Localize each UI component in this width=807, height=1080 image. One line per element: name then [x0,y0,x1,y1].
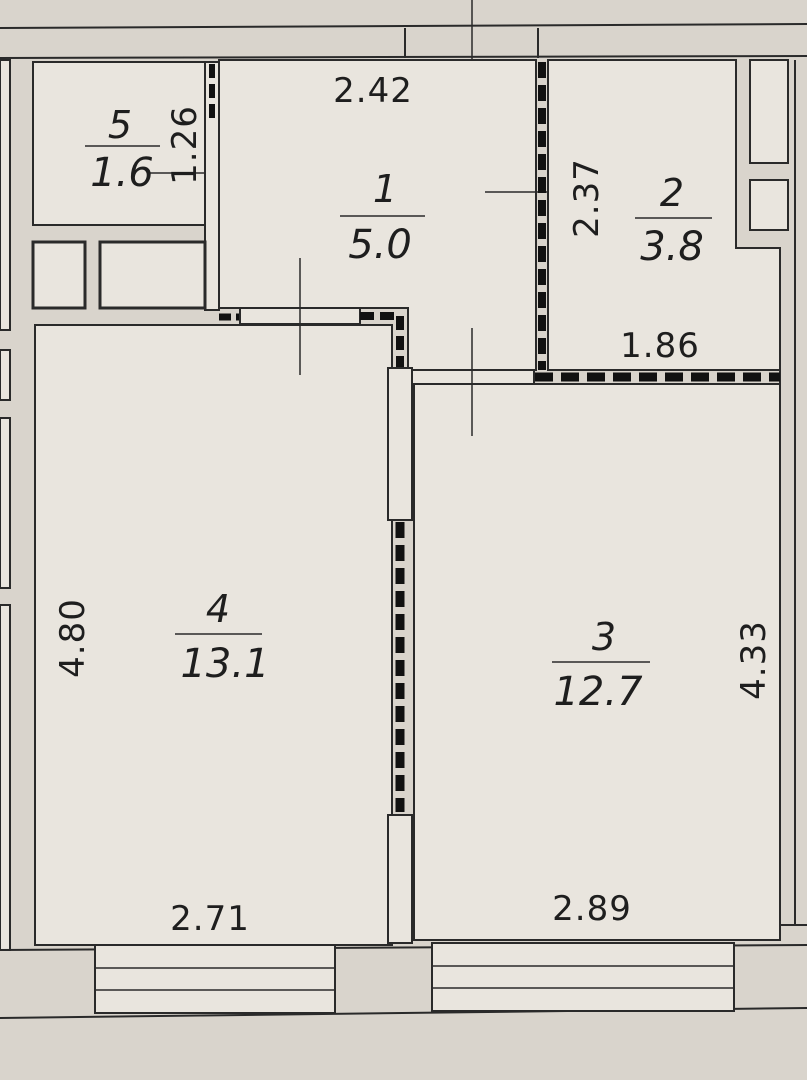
room-5-outline [32,61,206,226]
room-2-number: 2 [660,171,684,215]
room-2-outline [547,59,781,371]
room-5-label: 5 1.6 [85,103,160,196]
bottom-wall [0,942,807,1019]
room-2-label: 2 3.8 [635,171,712,270]
doorway-room-3 [411,369,535,385]
dim-corridor-height: 2.37 [567,158,607,238]
room-5-number: 5 [108,103,132,147]
top-wall [0,0,807,110]
dim-room4-width: 2.71 [170,899,250,939]
room-4-label: 4 13.1 [175,587,270,687]
window-left [94,944,336,1014]
room-5-area: 1.6 [90,150,154,196]
hall-wall-corner-dashed [360,312,404,368]
room-1-label: 1 5.0 [340,167,425,268]
dim-room3-height: 4.33 [734,620,774,700]
window-right [431,942,735,1012]
room-5-wall-partition [204,61,220,311]
dim-room4-height: 4.80 [53,598,93,678]
room-3-area: 12.7 [553,669,643,715]
storage-niche-left [31,240,87,310]
dim-bath-height: 1.26 [165,105,205,185]
left-wall [0,59,11,951]
storage-niche-right [98,240,207,310]
room-1-area: 5.0 [348,222,412,268]
room-2-area: 3.8 [640,224,704,270]
room-4-number: 4 [206,587,230,631]
right-wall [735,59,807,926]
partition-door-lower [387,814,413,944]
room-3-label: 3 12.7 [552,615,650,715]
partition-door-upper [387,367,413,521]
dim-room2-width: 1.86 [620,326,700,366]
room-1-number: 1 [373,167,397,211]
dim-corridor-width: 2.42 [333,71,413,111]
room-3-number: 3 [592,615,616,659]
room-4-area: 13.1 [180,641,269,687]
dim-room3-width: 2.89 [552,889,632,929]
